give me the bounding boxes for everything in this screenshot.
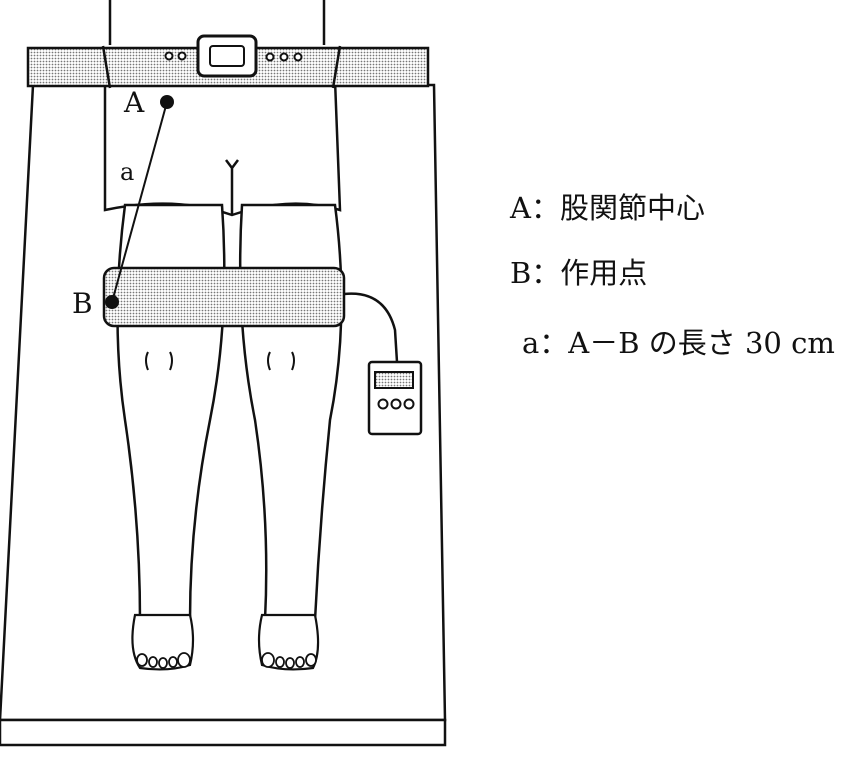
feet <box>131 613 320 671</box>
segment-a-line <box>111 101 168 303</box>
point-A-label: A <box>123 86 145 119</box>
point-A-marker <box>160 95 174 109</box>
thigh-cuff <box>102 266 346 328</box>
legend-item-B: B：作用点 <box>510 256 647 290</box>
legend: A：股関節中心 B：作用点 a：A－B の長さ 30 cm <box>509 191 835 360</box>
toes <box>136 652 317 669</box>
belt-holes <box>164 51 303 62</box>
control-knobs <box>377 398 415 410</box>
sensor-cable <box>343 292 399 363</box>
belt-buckle-icon <box>196 34 258 78</box>
point-B-marker <box>105 295 119 309</box>
dynamometer-control-icon <box>367 360 423 436</box>
point-B-label: B <box>72 287 93 320</box>
control-display <box>374 371 414 389</box>
segment-a-label: a <box>120 158 134 186</box>
legend-item-a: a：A－B の長さ 30 cm <box>522 326 835 360</box>
torso <box>108 0 326 45</box>
belt <box>26 34 430 89</box>
legend-item-A: A：股関節中心 <box>509 191 705 225</box>
